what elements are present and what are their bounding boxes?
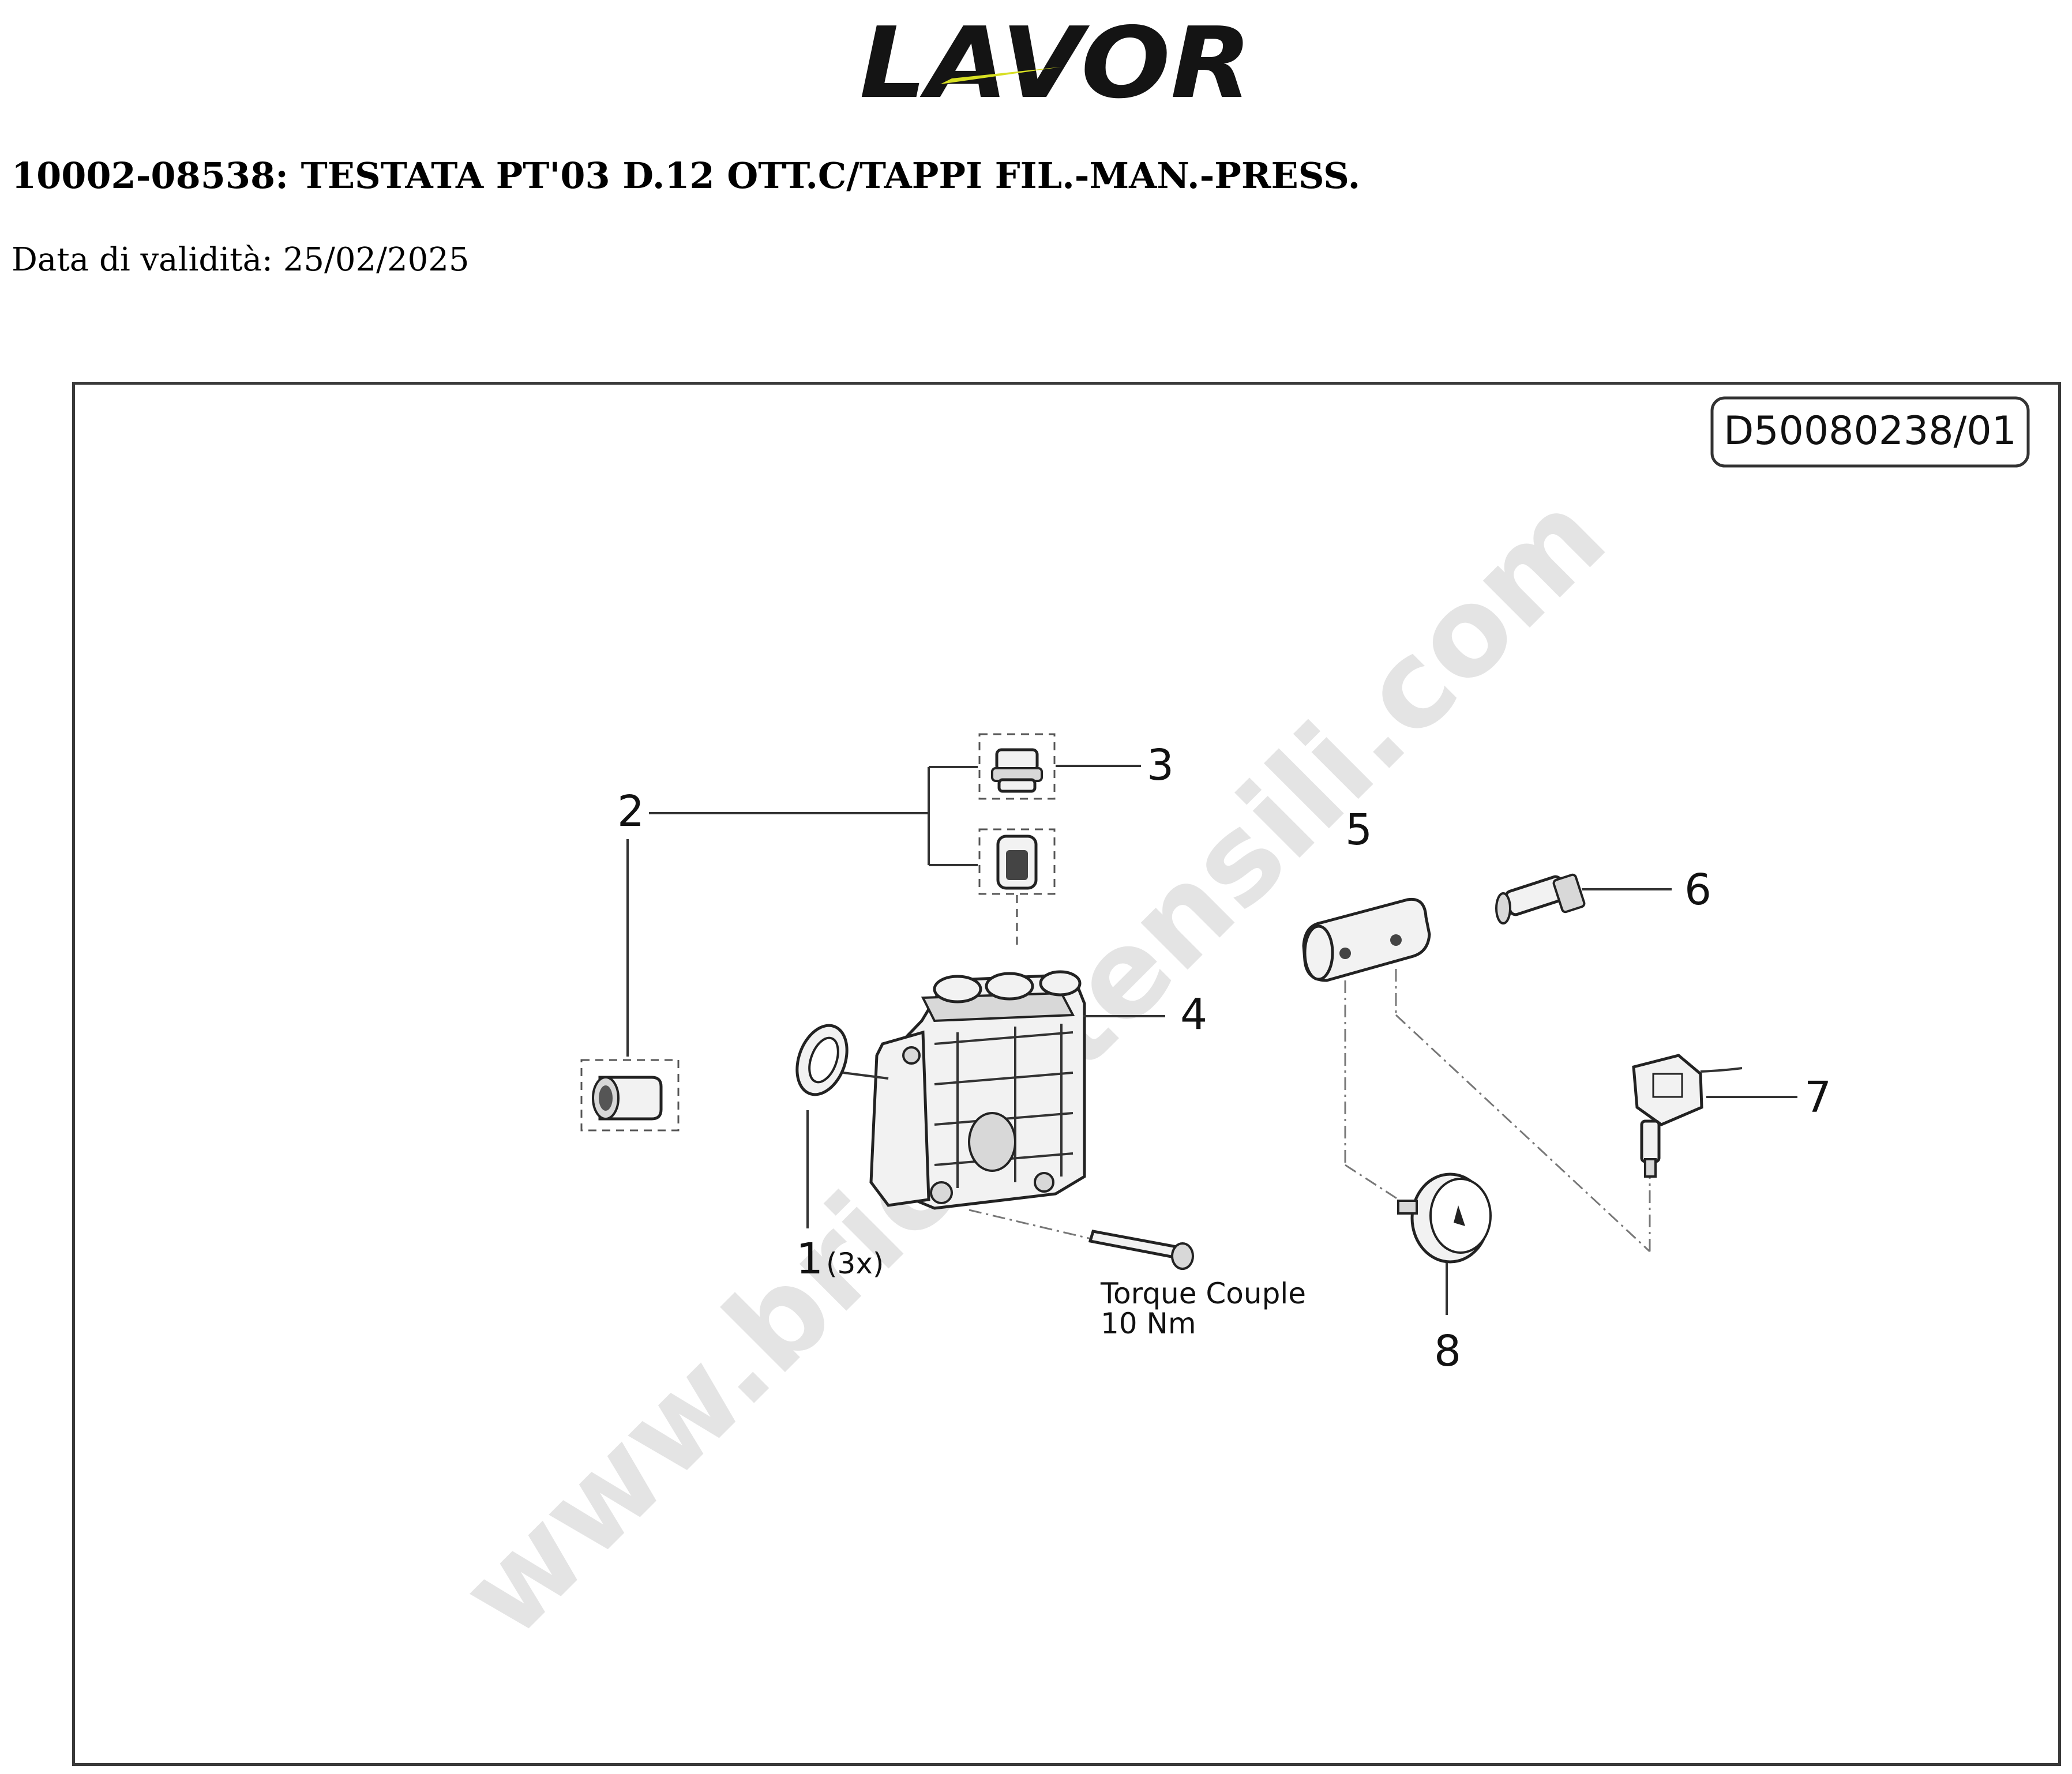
callout-5: 5 <box>1345 805 1372 855</box>
part-5-block <box>1302 897 1651 1253</box>
validity-label: Data di validità: <box>12 241 273 279</box>
torque-label: Torque Couple <box>1100 1277 1306 1310</box>
part-2-filter-plug <box>580 1059 680 1132</box>
logo-wordmark: LAVOR <box>859 10 1252 108</box>
drawing-code-box: D50080238/01 <box>1710 396 2030 468</box>
part-2-filter-insert <box>978 828 1056 946</box>
part-7-pressure-switch <box>1632 1054 1797 1178</box>
callout-7: 7 <box>1804 1073 1831 1122</box>
drawing-code: D50080238/01 <box>1724 408 2017 454</box>
callout-3: 3 <box>1147 741 1174 790</box>
logo-accent-swoosh <box>940 67 1061 84</box>
callout-6: 6 <box>1684 865 1711 915</box>
torque-bolt <box>969 1209 1194 1270</box>
drawing-frame <box>72 382 2061 1766</box>
validity-value: 25/02/2025 <box>283 241 470 279</box>
callout-2-leaders <box>626 766 978 1057</box>
part-8-manometer <box>1397 1172 1492 1315</box>
part-1-seal-ring <box>795 1024 889 1228</box>
lavor-logo: LAVOR <box>859 10 1252 108</box>
part-3-plug <box>978 733 1141 800</box>
part-6-fitting <box>1495 873 1672 924</box>
callout-4: 4 <box>1180 990 1207 1039</box>
callout-2: 2 <box>617 787 644 836</box>
page-title: 10002-08538: TESTATA PT'03 D.12 OTT.C/TA… <box>12 155 1361 197</box>
callout-8: 8 <box>1434 1326 1461 1376</box>
torque-value: 10 Nm <box>1101 1307 1196 1340</box>
callout-1: 1 <box>796 1234 823 1284</box>
validity-date: Data di validità: 25/02/2025 <box>12 241 469 279</box>
callout-1-quantity: (3x) <box>826 1247 884 1280</box>
part-4-pump-head <box>869 970 1165 1210</box>
